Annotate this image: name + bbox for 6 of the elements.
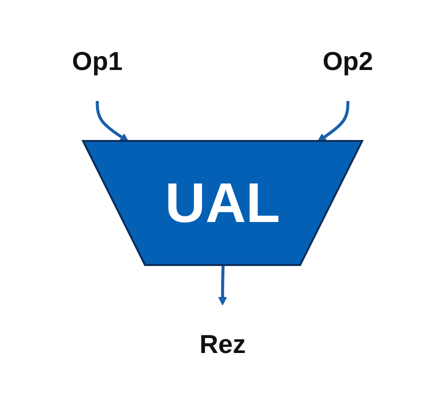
node-text: Rez xyxy=(200,329,246,359)
node-text: Op2 xyxy=(323,46,374,76)
arrow xyxy=(318,101,350,142)
arrow xyxy=(96,101,130,142)
arrow xyxy=(218,265,228,306)
node-text: Op1 xyxy=(72,46,123,76)
